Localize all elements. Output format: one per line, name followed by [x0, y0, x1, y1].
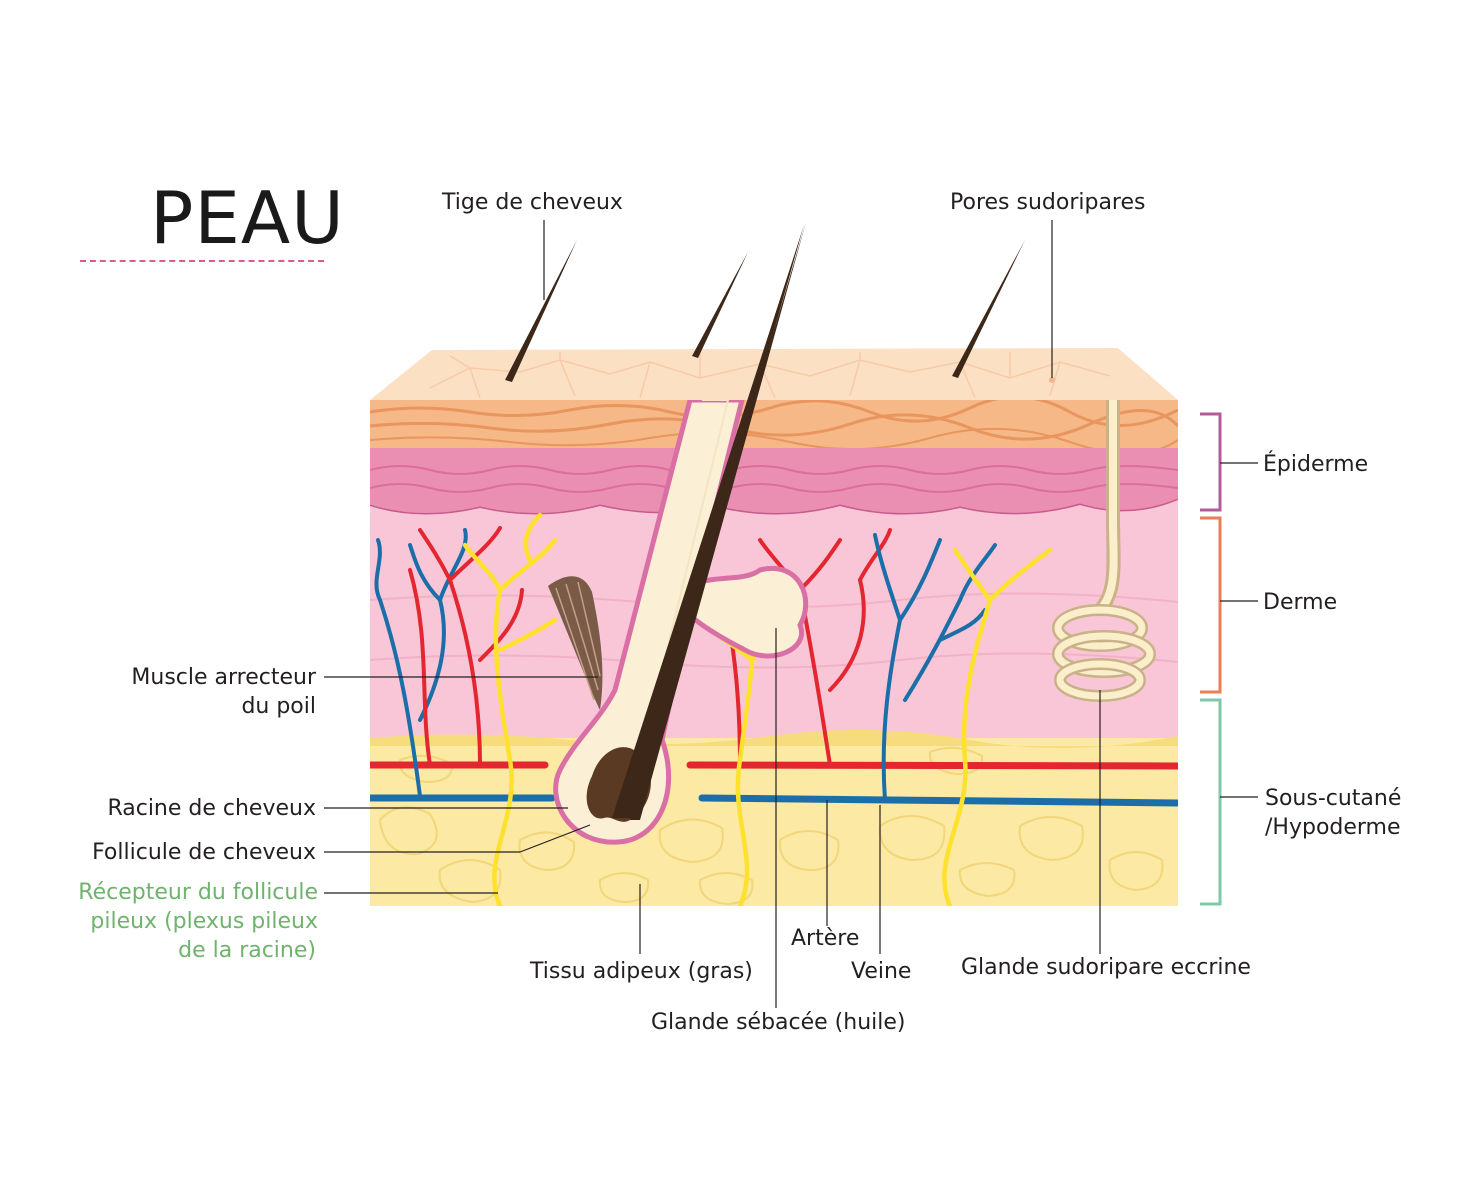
label-follicule: Follicule de cheveux	[92, 840, 316, 865]
label-tissu: Tissu adipeux (gras)	[530, 959, 753, 984]
label-recepteur-line1: Récepteur du follicule	[78, 880, 318, 905]
label-veine: Veine	[851, 959, 912, 984]
bracket-derme	[1200, 516, 1222, 694]
label-racine: Racine de cheveux	[107, 796, 316, 821]
label-hypoderme: /Hypoderme	[1265, 815, 1401, 840]
label-pores: Pores sudoripares	[950, 190, 1146, 215]
bracket-souscutane	[1200, 698, 1222, 906]
label-derme: Derme	[1263, 590, 1338, 615]
label-tige: Tige de cheveux	[442, 190, 623, 215]
leader-lines	[324, 220, 1101, 1008]
label-muscle-line1: Muscle arrecteur	[131, 665, 316, 690]
label-glande-sudoripare: Glande sudoripare eccrine	[961, 955, 1251, 980]
label-recepteur-line3: de la racine)	[178, 938, 316, 963]
label-epiderme: Épiderme	[1263, 452, 1369, 477]
pore-marker	[1049, 377, 1055, 383]
label-recepteur-line2: pileux (plexus pileux	[90, 909, 318, 934]
title-divider	[80, 260, 324, 262]
sebaceous-gland	[677, 565, 809, 659]
label-muscle-line2: du poil	[241, 694, 316, 719]
main-hair	[612, 225, 804, 818]
label-glande-sebacee: Glande sébacée (huile)	[651, 1010, 906, 1035]
label-artere: Artère	[791, 926, 860, 951]
bracket-epiderme	[1200, 412, 1222, 512]
page-title: PEAU	[150, 176, 345, 260]
label-souscutane: Sous-cutané	[1265, 786, 1402, 811]
